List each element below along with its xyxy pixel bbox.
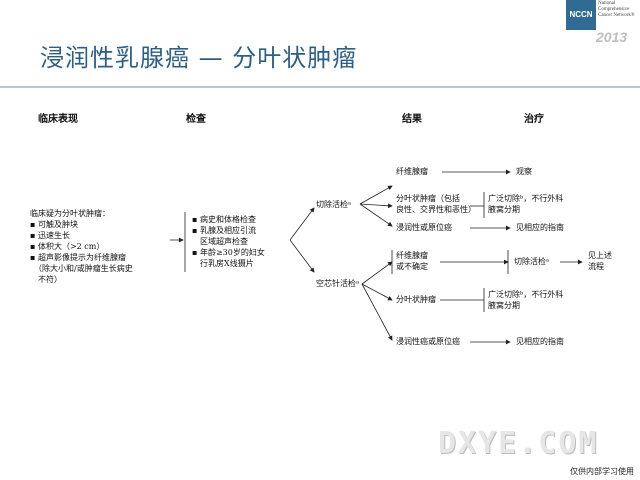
presentation-item: ▪ 可触及肿块 bbox=[30, 220, 78, 229]
treatment-see-guideline: 见相应的指南 bbox=[516, 223, 564, 232]
column-header-presentation: 临床表现 bbox=[38, 114, 78, 125]
treatment-wide-excision-2: 广泛切除ᵇ，不行外科 腋窝分期 bbox=[488, 289, 563, 311]
treatment-excisional-biopsy: 切除活检ᵃ bbox=[514, 257, 550, 266]
presentation-block: 临床疑为分叶状肿瘤： ▪ 可触及肿块 ▪ 迅速生长 ▪ 体积大（>2 cm） ▪… bbox=[30, 208, 133, 285]
treatment-wide-excision-line1: 广泛切除ᵇ，不行外科 bbox=[488, 194, 564, 203]
arrow-excisional-to-invasive bbox=[359, 203, 393, 227]
presentation-item: ▪ 迅速生长 bbox=[30, 231, 70, 240]
arrow-core-to-fibro bbox=[361, 261, 393, 285]
watermark-logo: DXYE.COM bbox=[438, 426, 599, 461]
treatment-wide-excision2-line1: 广泛切除ᵇ，不行外科 bbox=[488, 290, 564, 299]
workup-item: 区域超声检查 bbox=[192, 237, 248, 246]
presentation-item: 不符） bbox=[30, 275, 62, 284]
arrow-core-to-invasive bbox=[361, 283, 393, 341]
watermark-note: 仅供内部学习使用 bbox=[570, 467, 634, 476]
treatment-wide-excision2-line2: 腋窝分期 bbox=[488, 301, 520, 310]
presentation-item: ▪ 超声影像提示为纤维腺瘤 bbox=[30, 253, 126, 262]
result-core-fibro-line2: 或不确定 bbox=[396, 262, 428, 271]
arrow-workup-to-core bbox=[289, 239, 315, 273]
workup-item: ▪ 乳腺及相应引流 bbox=[192, 226, 256, 235]
result-phyllodes: 分叶状肿瘤（包括 良性、交界性和恶性） bbox=[396, 193, 476, 215]
core-biopsy-node: 空芯针活检ᵃ bbox=[316, 279, 360, 288]
treatment-see-above-line2: 流程 bbox=[588, 262, 604, 271]
presentation-heading: 临床疑为分叶状肿瘤： bbox=[30, 209, 110, 218]
presentation-item: （除大小和/或肿瘤生长病史 bbox=[30, 264, 133, 273]
arrow-excisional-to-phyllodes bbox=[359, 203, 393, 209]
workup-item: ▪ 病史和体格检查 bbox=[192, 215, 256, 224]
treatment-see-above-line1: 见上述 bbox=[588, 251, 612, 260]
result-core-fibro-line1: 纤维腺瘤 bbox=[396, 251, 428, 260]
result-core-phyllodes: 分叶状肿瘤 bbox=[396, 295, 436, 304]
result-phyllodes-line2: 良性、交界性和恶性） bbox=[396, 205, 476, 214]
treatment-see-guideline-2: 见相应的指南 bbox=[516, 337, 564, 346]
column-header-workup: 检查 bbox=[186, 114, 206, 125]
treatment-observe: 观察 bbox=[516, 167, 532, 176]
arrow-core-to-phyllodes bbox=[361, 283, 393, 301]
treatment-see-above: 见上述 流程 bbox=[588, 250, 612, 272]
nccn-logo-box: NCCN bbox=[566, 0, 596, 30]
workup-item: ▪ 年龄≥30岁的妇女 bbox=[192, 248, 265, 257]
result-invasive: 浸润性或原位癌 bbox=[396, 223, 452, 232]
title-divider bbox=[0, 86, 640, 88]
presentation-item: ▪ 体积大（>2 cm） bbox=[30, 242, 105, 251]
nccn-org-name: National Comprehensive Cancer Network® bbox=[598, 1, 635, 18]
column-header-treatment: 治疗 bbox=[524, 114, 544, 125]
arrow-workup-to-excisional bbox=[289, 207, 315, 241]
arrow-excisional-to-fibroadenoma bbox=[359, 185, 393, 205]
treatment-wide-excision-line2: 腋窝分期 bbox=[488, 205, 520, 214]
excisional-biopsy-node: 切除活检ᵃ bbox=[316, 200, 352, 209]
nccn-logo: NCCN National Comprehensive Cancer Netwo… bbox=[566, 0, 640, 46]
page-title: 浸润性乳腺癌 — 分叶状肿瘤 bbox=[40, 44, 358, 72]
workup-block: ▪ 病史和体格检查 ▪ 乳腺及相应引流 区域超声检查 ▪ 年龄≥30岁的妇女 行… bbox=[192, 214, 265, 269]
result-fibroadenoma: 纤维腺瘤 bbox=[396, 167, 428, 176]
column-header-result: 结果 bbox=[402, 114, 422, 125]
treatment-wide-excision: 广泛切除ᵇ，不行外科 腋窝分期 bbox=[488, 193, 563, 215]
workup-item: 行乳房X线摄片 bbox=[192, 259, 254, 268]
result-core-invasive: 浸润性癌或原位癌 bbox=[396, 337, 460, 346]
result-phyllodes-line1: 分叶状肿瘤（包括 bbox=[396, 194, 460, 203]
nccn-year: 2013 bbox=[596, 29, 628, 45]
result-core-fibroadenoma: 纤维腺瘤 或不确定 bbox=[396, 250, 428, 272]
